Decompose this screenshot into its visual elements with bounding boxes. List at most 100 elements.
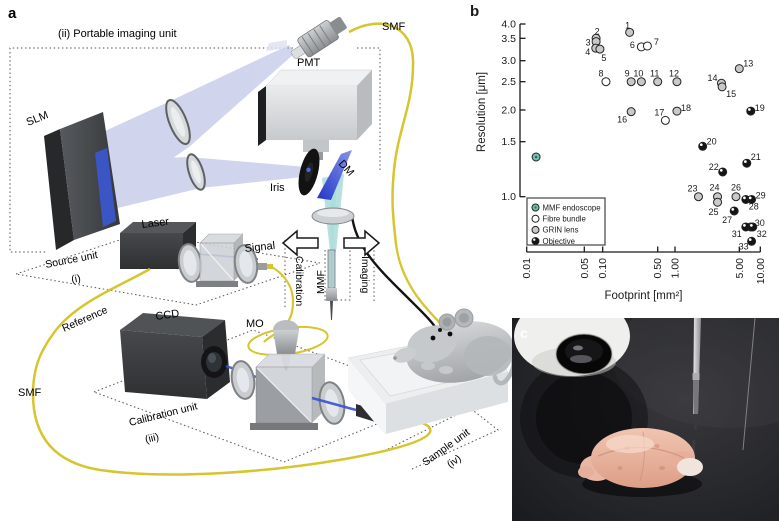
calibration-beam-2	[311, 396, 357, 412]
panel-c-label: c	[520, 325, 528, 341]
mmf-needle-tip	[330, 301, 333, 320]
scatter-marker-shape	[748, 222, 758, 232]
mouse-brain	[578, 428, 703, 488]
point-number-label: 4	[585, 47, 590, 57]
portable-imaging-unit-title: (ii) Portable imaging unit	[58, 28, 177, 40]
mmf-label: MMF	[315, 270, 327, 294]
point-number-label: 9	[625, 69, 630, 79]
mouse-eye	[430, 335, 436, 341]
source-lens-1	[177, 243, 203, 283]
scatter-point	[734, 64, 744, 74]
point-number-label: 7	[654, 37, 659, 47]
scatter-marker-shape	[595, 44, 605, 54]
scatter-marker-shape	[531, 225, 540, 234]
point-number-label: 20	[707, 136, 717, 146]
scatter-marker-shape	[750, 224, 753, 227]
legend-marker-objective	[531, 237, 540, 246]
point-number-label: 22	[709, 162, 719, 172]
scatter-point	[717, 82, 727, 92]
source-unit-outline	[15, 232, 321, 306]
scatter-point	[731, 192, 741, 202]
smf-top-label: SMF	[382, 21, 406, 33]
point-number-label: 14	[707, 73, 717, 83]
scatter-point	[746, 106, 756, 116]
calibration-lens-1	[230, 360, 256, 400]
beam-lens-to-iris	[189, 157, 312, 188]
imaging-arrow-icon	[343, 229, 381, 257]
panel-a-label: a	[8, 5, 17, 22]
source-unit-numeral: (i)	[70, 272, 81, 286]
point-number-label: 8	[598, 69, 603, 79]
y-tick-label: 2.5	[501, 76, 516, 88]
source-lens-2	[233, 244, 259, 284]
scatter-point	[595, 44, 605, 54]
point-number-label: 26	[731, 183, 741, 193]
y-tick-label: 2.0	[501, 105, 516, 117]
scatter-marker-shape	[731, 208, 735, 211]
mouse-eye	[447, 331, 453, 337]
scatter-marker-shape	[718, 167, 728, 177]
scatter-point	[713, 197, 723, 207]
scatter-marker-shape	[534, 155, 538, 159]
scatter-point	[653, 77, 663, 87]
scatter-marker-shape	[699, 143, 703, 147]
signal-fiber-boot	[267, 264, 273, 269]
scatter-point	[601, 77, 611, 87]
scatter-marker-shape	[744, 160, 747, 163]
scatter-marker-shape	[626, 77, 636, 87]
y-axis-title: Resolution [μm]	[476, 72, 488, 152]
scatter-point	[672, 106, 682, 116]
scatter-marker-shape	[636, 77, 646, 87]
y-tick-label: 3.0	[501, 55, 516, 67]
slm-label: SLM	[25, 109, 50, 129]
point-number-label: 30	[755, 218, 765, 228]
x-tick-label: 0.50	[652, 258, 664, 279]
legend-marker-fibre	[531, 214, 540, 223]
scatter-point	[742, 158, 752, 168]
point-number-label: 16	[617, 115, 627, 125]
cerebellum	[677, 458, 703, 476]
pmt-detector	[258, 69, 373, 160]
point-number-label: 5	[601, 53, 606, 63]
scatter-marker-shape	[531, 237, 540, 246]
x-tick-label: 1.00	[670, 258, 682, 279]
source-unit-label: Source unit	[44, 249, 99, 271]
point-number-label: 28	[749, 201, 759, 211]
legend-label: Fibre bundle	[543, 215, 586, 224]
legend-box	[526, 197, 606, 246]
scatter-point	[660, 115, 670, 125]
mouse	[393, 308, 515, 386]
scatter-marker-shape	[748, 108, 751, 111]
signal-label: Signal	[244, 240, 276, 255]
point-number-label: 18	[681, 103, 691, 113]
scatter-point	[642, 41, 652, 51]
scatter-point	[625, 27, 635, 37]
pmt-label: PMT	[297, 57, 321, 69]
relay-lens-2	[186, 153, 206, 191]
scatter-point	[729, 206, 739, 216]
slm-active-area	[95, 148, 116, 227]
scatter-marker-shape	[533, 238, 536, 241]
scatter-point	[718, 167, 728, 177]
probe-tip	[693, 414, 698, 430]
scatter-marker-shape	[734, 64, 744, 74]
beam-collimator-to-lens	[166, 45, 295, 147]
scatter-marker-shape	[748, 196, 752, 200]
slm-device	[44, 112, 120, 250]
laser-label: Laser	[141, 216, 170, 231]
point-number-label: 24	[710, 183, 720, 193]
point-number-label: 17	[654, 107, 664, 117]
scatter-marker-shape	[719, 169, 723, 172]
point-number-label: 10	[633, 69, 643, 79]
scatter-marker-shape	[713, 197, 723, 207]
scatter-point	[531, 152, 541, 162]
calibration-label: Calibration	[293, 256, 305, 306]
point-number-label: 23	[687, 184, 697, 194]
point-number-label: 15	[726, 89, 736, 99]
point-number-label: 32	[757, 229, 767, 239]
portable-imaging-unit-outline	[9, 47, 293, 253]
scatter-marker-shape	[601, 77, 611, 87]
point-number-label: 6	[630, 40, 635, 50]
mo-label: MO	[246, 318, 264, 330]
